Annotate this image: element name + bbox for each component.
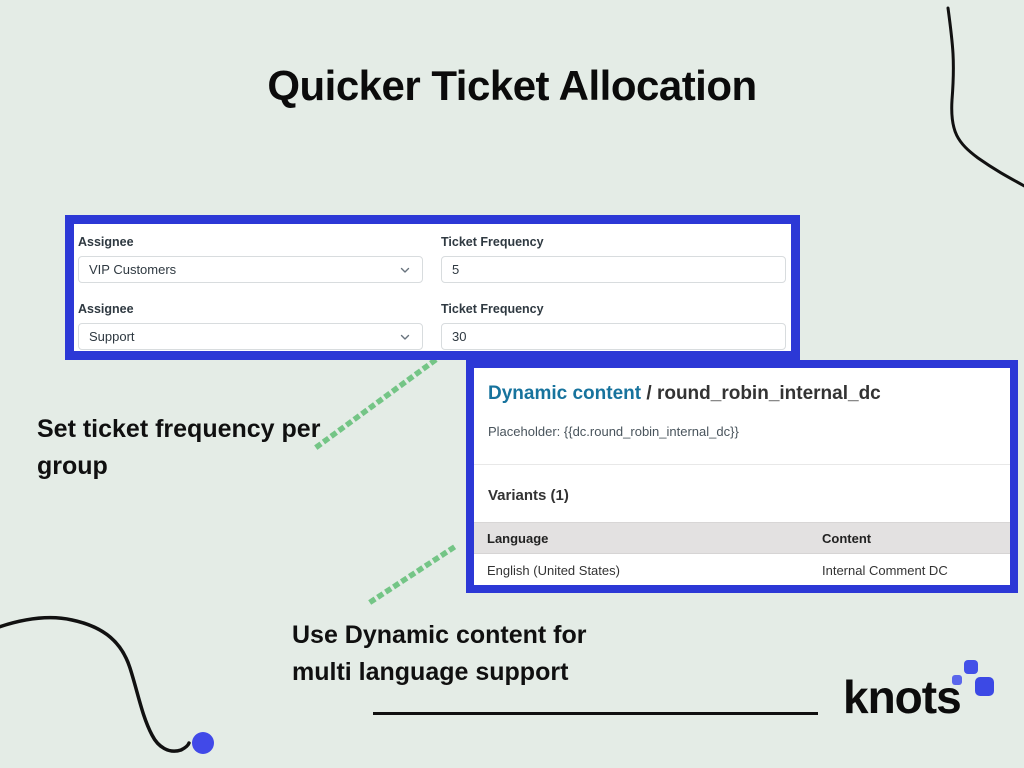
variants-heading: Variants (1) <box>488 487 569 504</box>
connector-dots-left <box>314 357 438 450</box>
divider <box>474 464 1010 465</box>
logo-square-icon <box>975 677 994 696</box>
breadcrumb-dynamic-content-link[interactable]: Dynamic content <box>488 383 642 404</box>
variant-row[interactable]: English (United States) Internal Comment… <box>474 553 1010 585</box>
knots-logo: knots <box>843 671 962 723</box>
content-column-header: Content <box>809 522 1010 554</box>
logo-square-icon <box>952 675 962 685</box>
frequency-field-1: Ticket Frequency <box>441 236 786 283</box>
top-right-squiggle <box>946 6 1024 188</box>
frequency-label-1: Ticket Frequency <box>441 235 544 249</box>
assignment-panel: Assignee VIP Customers Ticket Frequency … <box>65 215 800 360</box>
breadcrumb: Dynamic content / round_robin_internal_d… <box>488 382 1010 406</box>
frequency-field-2: Ticket Frequency <box>441 303 786 350</box>
divider-line <box>373 712 818 715</box>
variants-table: Language Content English (United States)… <box>474 522 1010 585</box>
assignee-value-1: VIP Customers <box>89 262 177 277</box>
assignee-select-1[interactable]: VIP Customers <box>78 256 423 283</box>
connector-dots-bottom <box>368 540 463 605</box>
page-title: Quicker Ticket Allocation <box>267 62 757 110</box>
breadcrumb-current: round_robin_internal_dc <box>656 383 881 404</box>
chevron-down-icon <box>400 334 410 340</box>
assignee-field-1: Assignee VIP Customers <box>78 236 423 283</box>
frequency-label-2: Ticket Frequency <box>441 302 544 316</box>
breadcrumb-separator: / <box>646 383 652 404</box>
assignee-value-2: Support <box>89 329 135 344</box>
variants-table-header-row: Language Content <box>474 522 1010 554</box>
assignment-form: Assignee VIP Customers Ticket Frequency … <box>74 224 791 350</box>
chevron-down-icon <box>400 267 410 273</box>
annotation-dynamic-content: Use Dynamic content for multi language s… <box>292 621 587 686</box>
variant-language-cell: English (United States) <box>474 553 809 585</box>
assignee-label-1: Assignee <box>78 235 134 249</box>
assignee-select-2[interactable]: Support <box>78 323 423 350</box>
language-column-header: Language <box>474 522 809 554</box>
bottom-left-squiggle <box>0 615 191 753</box>
annotation-frequency: Set ticket frequency per group <box>37 415 321 480</box>
assignee-field-2: Assignee Support <box>78 303 423 350</box>
placeholder-line: Placeholder: {{dc.round_robin_internal_d… <box>488 424 739 439</box>
variant-content-cell: Internal Comment DC <box>809 553 1010 585</box>
dynamic-content-panel: Dynamic content / round_robin_internal_d… <box>466 360 1018 593</box>
assignee-label-2: Assignee <box>78 302 134 316</box>
logo-square-icon <box>964 660 978 674</box>
accent-dot <box>192 732 214 754</box>
frequency-input-2[interactable] <box>441 323 786 350</box>
frequency-input-1[interactable] <box>441 256 786 283</box>
